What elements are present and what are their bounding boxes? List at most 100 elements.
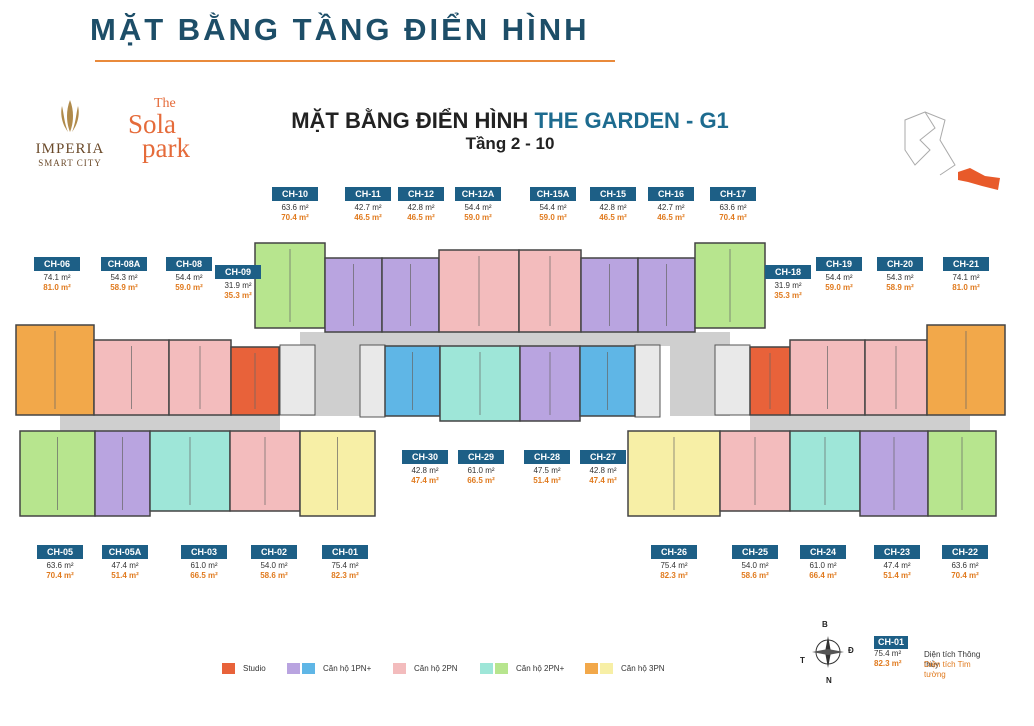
sola-park-logo: The Sola park — [128, 96, 208, 162]
unit-net-area: 31.9 m² — [224, 281, 252, 290]
unit-code: CH-05A — [102, 545, 148, 559]
compass: B N Đ T — [800, 616, 860, 686]
legend-2brplus-swatch-b — [495, 663, 508, 675]
unit-code: CH-20 — [877, 257, 923, 271]
page-title: MẶT BẰNG TẦNG ĐIỂN HÌNH — [90, 12, 590, 47]
legend-2br-label: Căn hộ 2PN — [414, 664, 458, 674]
corridors — [60, 332, 970, 431]
legend-3br-label: Căn hộ 3PN — [621, 664, 665, 674]
unit-gross-area: 51.4 m² — [533, 476, 561, 485]
compass-north: B — [822, 620, 828, 629]
area-key: CH-01 75.4 m² 82.3 m² Diện tích Thông th… — [874, 636, 994, 679]
page-header: MẶT BẰNG TẦNG ĐIỂN HÌNH — [0, 0, 1034, 75]
sola-name: Sola — [128, 109, 177, 139]
compass-south: N — [826, 676, 832, 685]
unit-net-area: 61.0 m² — [190, 561, 218, 570]
legend-studio-swatch — [222, 663, 235, 675]
unit-code: CH-01 — [322, 545, 368, 559]
legend-3br-swatch-b — [600, 663, 613, 675]
unit-gross-area: 59.0 m² — [175, 283, 203, 292]
unit-gross-area: 58.6 m² — [260, 571, 288, 580]
legend-studio: Studio — [222, 660, 266, 675]
unit-gross-area: 46.5 m² — [354, 213, 382, 222]
unit-gross-area: 70.4 m² — [281, 213, 309, 222]
imperia-logo-icon — [61, 100, 79, 132]
unit-code: CH-02 — [251, 545, 297, 559]
unit-gross-area: 35.3 m² — [774, 291, 802, 300]
unit-code: CH-27 — [580, 450, 626, 464]
unit-net-area: 54.4 m² — [825, 273, 853, 282]
unit-gross-area: 66.5 m² — [467, 476, 495, 485]
unit-net-area: 47.5 m² — [533, 466, 561, 475]
unit-code: CH-16 — [648, 187, 694, 201]
unit-gross-area: 51.4 m² — [883, 571, 911, 580]
legend-2br-swatch — [393, 663, 406, 675]
unit-net-area: 47.4 m² — [883, 561, 911, 570]
unit-code: CH-26 — [651, 545, 697, 559]
unit-net-area: 42.8 m² — [589, 466, 617, 475]
unit-net-area: 61.0 m² — [809, 561, 837, 570]
unit-net-area: 54.0 m² — [260, 561, 288, 570]
legend-3br-swatch-a — [585, 663, 598, 675]
unit-code: CH-06 — [34, 257, 80, 271]
unit-net-area: 61.0 m² — [467, 466, 495, 475]
unit-net-area: 74.1 m² — [952, 273, 980, 282]
unit-gross-area: 70.4 m² — [46, 571, 74, 580]
unit-net-area: 42.7 m² — [354, 203, 382, 212]
unit-net-area: 63.6 m² — [281, 203, 309, 212]
legend-2brplus: Căn hộ 2PN+ — [480, 660, 564, 675]
key-value-gross: 82.3 m² — [874, 659, 902, 668]
unit-net-area: 54.4 m² — [539, 203, 567, 212]
unit-gross-area: 66.4 m² — [809, 571, 837, 580]
unit-gross-area: 58.9 m² — [886, 283, 914, 292]
unit-gross-area: 81.0 m² — [952, 283, 980, 292]
key-desc-net: Diện tích Thông thủy — [924, 650, 981, 669]
unit-gross-area: 51.4 m² — [111, 571, 139, 580]
unit-code: CH-09 — [215, 265, 261, 279]
imperia-logo: IMPERIA SMART CITY — [20, 96, 120, 168]
plan-subtitle: Tầng 2 - 10 — [465, 134, 555, 153]
key-code: CH-01 — [874, 636, 908, 649]
unit-gross-area: 82.3 m² — [331, 571, 359, 580]
unit-net-area: 31.9 m² — [774, 281, 802, 290]
unit-net-area: 63.6 m² — [951, 561, 979, 570]
unit-code: CH-23 — [874, 545, 920, 559]
unit-gross-area: 81.0 m² — [43, 283, 71, 292]
legend-2br: Căn hộ 2PN — [393, 660, 458, 675]
unit-code: CH-28 — [524, 450, 570, 464]
unit-net-area: 42.7 m² — [657, 203, 685, 212]
legend-studio-label: Studio — [243, 664, 266, 674]
unit-gross-area: 46.5 m² — [599, 213, 627, 222]
